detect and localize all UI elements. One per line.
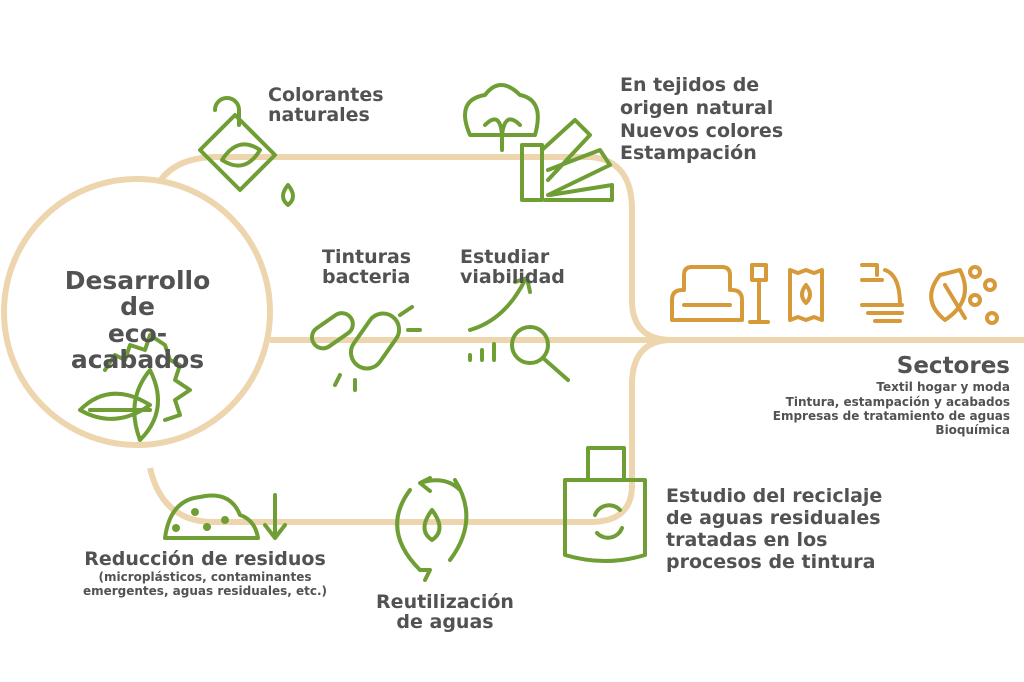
label-line: Nuevos colores xyxy=(620,119,784,142)
label-line: origen natural xyxy=(620,96,774,119)
label-line: bacteria xyxy=(322,265,411,288)
sofa-icon xyxy=(670,265,744,322)
center-title-line1: Desarrollo de xyxy=(64,266,211,322)
node-reciclaje-label: Estudio del reciclaje de aguas residuale… xyxy=(666,485,883,573)
label-line: Estampación xyxy=(620,142,757,165)
node-viabilidad-label: Estudiar viabilidad xyxy=(460,246,565,288)
node-reutilizacion-label: Reutilización de aguas xyxy=(360,591,530,633)
label-line: naturales xyxy=(268,103,370,126)
water-cycle-icon xyxy=(395,476,469,582)
label-line: (microplásticos, contaminantes xyxy=(98,569,312,584)
label-line: de aguas xyxy=(396,610,494,633)
growth-magnifier-icon xyxy=(468,276,570,382)
fabric-drop-icon xyxy=(788,268,824,322)
node-colorantes-label: Colorantes naturales xyxy=(268,84,384,126)
label-line: viabilidad xyxy=(460,265,565,288)
label-line: emergentes, aguas residuales, etc.) xyxy=(82,584,328,599)
sector-item: Tintura, estampación y acabados xyxy=(785,394,1010,409)
label-line: Tinturas xyxy=(322,246,412,268)
bacteria-icon xyxy=(309,305,422,392)
dye-bottle-leaf-icon xyxy=(198,96,295,207)
leaf-molecule-icon xyxy=(929,265,999,325)
label-line: Estudiar xyxy=(460,246,550,268)
sector-item: Textil hogar y moda xyxy=(876,380,1010,395)
label-line: Reutilización xyxy=(376,591,514,613)
node-tejidos-label: En tejidos de origen natural Nuevos colo… xyxy=(620,74,783,165)
label-line: tratadas en los xyxy=(666,528,828,551)
sector-item: Empresas de tratamiento de aguas xyxy=(772,408,1010,423)
gear-leaves-icon xyxy=(78,333,192,442)
center-circle xyxy=(1,176,273,448)
label-line: Reducción de residuos xyxy=(84,548,326,570)
center-title-line2: eco-acabados xyxy=(70,318,205,374)
cotton-swatch-icon xyxy=(463,83,614,202)
recycling-tank-icon xyxy=(563,446,647,563)
sector-item: Bioquímica xyxy=(935,423,1010,438)
label-line: Estudio del reciclaje xyxy=(666,485,883,507)
sectores-title: Sectores xyxy=(896,353,1010,379)
sectores-block: Sectores Textil hogar y moda Tintura, es… xyxy=(773,354,1010,438)
node-tinturas-label: Tinturas bacteria xyxy=(322,246,412,288)
label-line: de aguas residuales xyxy=(666,506,881,529)
label-line: Colorantes xyxy=(268,84,384,106)
waste-reduction-icon xyxy=(163,493,287,540)
label-line: En tejidos de xyxy=(620,74,760,96)
water-treatment-icon xyxy=(860,263,904,323)
node-residuos-label: Reducción de residuos (microplásticos, c… xyxy=(55,548,355,599)
lamp-icon xyxy=(748,263,770,324)
center-title: Desarrollo de eco-acabados xyxy=(45,266,230,374)
label-line: procesos de tintura xyxy=(666,550,876,573)
